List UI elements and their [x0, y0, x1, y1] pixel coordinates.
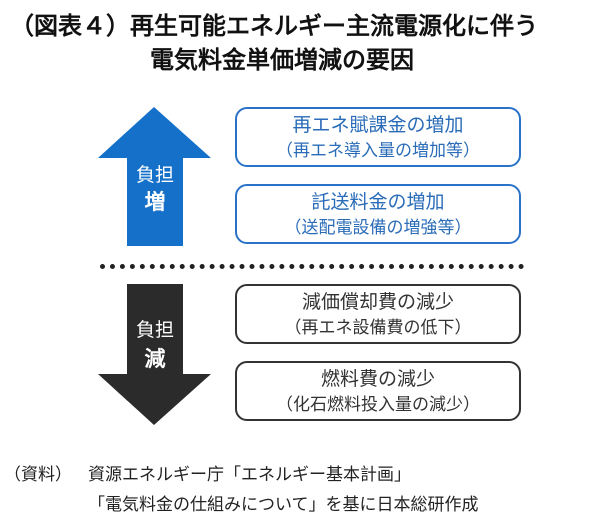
up-arrow-increase: 増: [144, 190, 166, 214]
factor-main: 燃料費の減少: [320, 368, 435, 390]
down-arrow-label: 負担: [135, 319, 174, 341]
title-line-2: 電気料金単価増減の要因: [150, 46, 414, 74]
factor-sub: （再エネ設備費の低下）: [284, 318, 472, 338]
factor-sub: （化石燃料投入量の減少）: [276, 395, 480, 415]
source-line-2: 「電気料金の仕組みについて」を基に日本総研作成: [88, 495, 479, 515]
up-arrow-label: 負担: [135, 164, 174, 186]
divider-dotted: [100, 264, 524, 269]
down-arrow-icon: [98, 284, 211, 425]
source-line-1: 資源エネルギー庁「エネルギー基本計画」: [88, 465, 411, 485]
source-label: （資料）: [4, 465, 72, 485]
factor-box-depreciation: 減価償却費の減少 （再エネ設備費の低下）: [235, 284, 521, 344]
factor-box-fuel-cost: 燃料費の減少 （化石燃料投入量の減少）: [235, 361, 521, 421]
factor-main: 再エネ賦課金の増加: [292, 114, 464, 136]
factor-box-renewable-levy: 再エネ賦課金の増加 （再エネ導入量の増加等）: [235, 107, 521, 167]
title-line-1: （図表４）再生可能エネルギー主流電源化に伴う: [10, 12, 538, 40]
up-arrow-icon: [98, 107, 211, 246]
factor-box-transmission-fee: 託送料金の増加 （送配電設備の増強等）: [235, 184, 521, 244]
factor-main: 減価償却費の減少: [301, 291, 454, 313]
factor-main: 託送料金の増加: [311, 191, 445, 213]
down-arrow-decrease: 減: [144, 347, 166, 371]
factor-sub: （送配電設備の増強等）: [284, 218, 472, 238]
factor-sub: （再エネ導入量の増加等）: [276, 141, 480, 161]
